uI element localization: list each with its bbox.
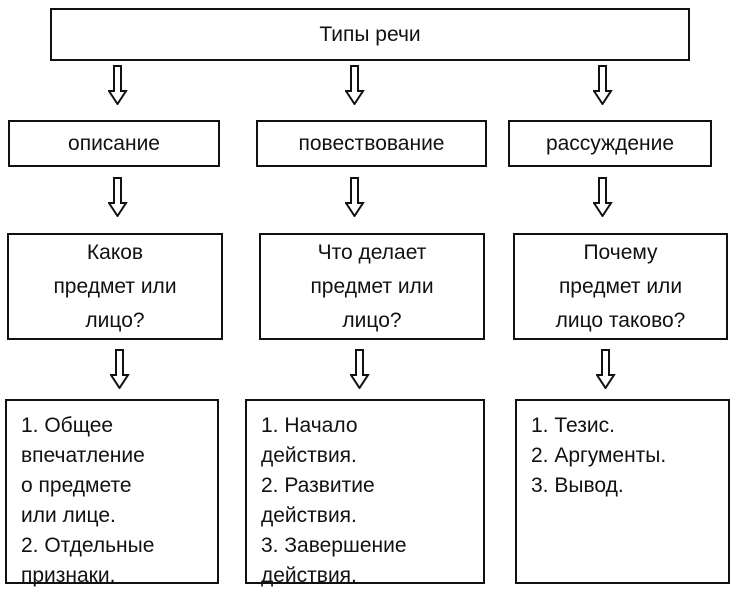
down-arrow-icon	[350, 349, 370, 389]
question-line: предмет или	[310, 274, 434, 298]
structure-line: действия.	[261, 564, 357, 587]
question-line: предмет или	[558, 274, 683, 298]
structure-line: действия.	[261, 444, 357, 467]
down-arrow-icon	[110, 349, 130, 389]
question-line: Каков	[86, 240, 144, 264]
type-label: описание	[68, 131, 160, 155]
down-arrow-icon	[345, 177, 365, 217]
structure-line: 1. Общее	[21, 414, 114, 437]
structure-line: о предмете	[21, 474, 132, 497]
down-arrow-icon	[593, 177, 613, 217]
question-line: лицо таково?	[555, 308, 686, 332]
structure-line: 2. Развитие	[261, 474, 375, 497]
question-box-narration: Что делает предмет или лицо?	[259, 233, 485, 340]
structure-line: 2. Отдельные	[21, 534, 155, 557]
question-box-reasoning: Почему предмет или лицо таково?	[513, 233, 728, 340]
structure-line: действия.	[261, 504, 357, 527]
structure-line: признаки.	[21, 564, 116, 587]
question-line: Почему	[583, 240, 658, 264]
structure-line: впечатление	[21, 444, 145, 467]
type-box-description: описание	[8, 120, 220, 167]
question-line: лицо?	[342, 308, 402, 332]
question-box-description: Каков предмет или лицо?	[7, 233, 223, 340]
structure-line: 3. Вывод.	[531, 474, 624, 497]
type-box-narration: повествование	[256, 120, 487, 167]
type-box-reasoning: рассуждение	[508, 120, 712, 167]
structure-box-reasoning: 1. Тезис. 2. Аргументы. 3. Вывод.	[515, 399, 730, 584]
question-line: Что делает	[317, 240, 427, 264]
down-arrow-icon	[596, 349, 616, 389]
structure-line: 2. Аргументы.	[531, 444, 667, 467]
down-arrow-icon	[108, 65, 128, 105]
root-box: Типы речи	[50, 8, 690, 61]
root-title: Типы речи	[319, 22, 421, 46]
structure-line: 1. Начало	[261, 414, 358, 437]
structure-line: 3. Завершение	[261, 534, 407, 557]
type-label: рассуждение	[545, 131, 675, 155]
question-line: предмет или	[53, 274, 177, 298]
down-arrow-icon	[593, 65, 613, 105]
structure-line: 1. Тезис.	[531, 414, 615, 437]
structure-line: или лице.	[21, 504, 116, 527]
down-arrow-icon	[108, 177, 128, 217]
question-line: лицо?	[85, 308, 145, 332]
type-label: повествование	[298, 131, 445, 155]
structure-box-description: 1. Общее впечатление о предмете или лице…	[5, 399, 219, 587]
structure-box-narration: 1. Начало действия. 2. Развитие действия…	[245, 399, 485, 587]
down-arrow-icon	[345, 65, 365, 105]
